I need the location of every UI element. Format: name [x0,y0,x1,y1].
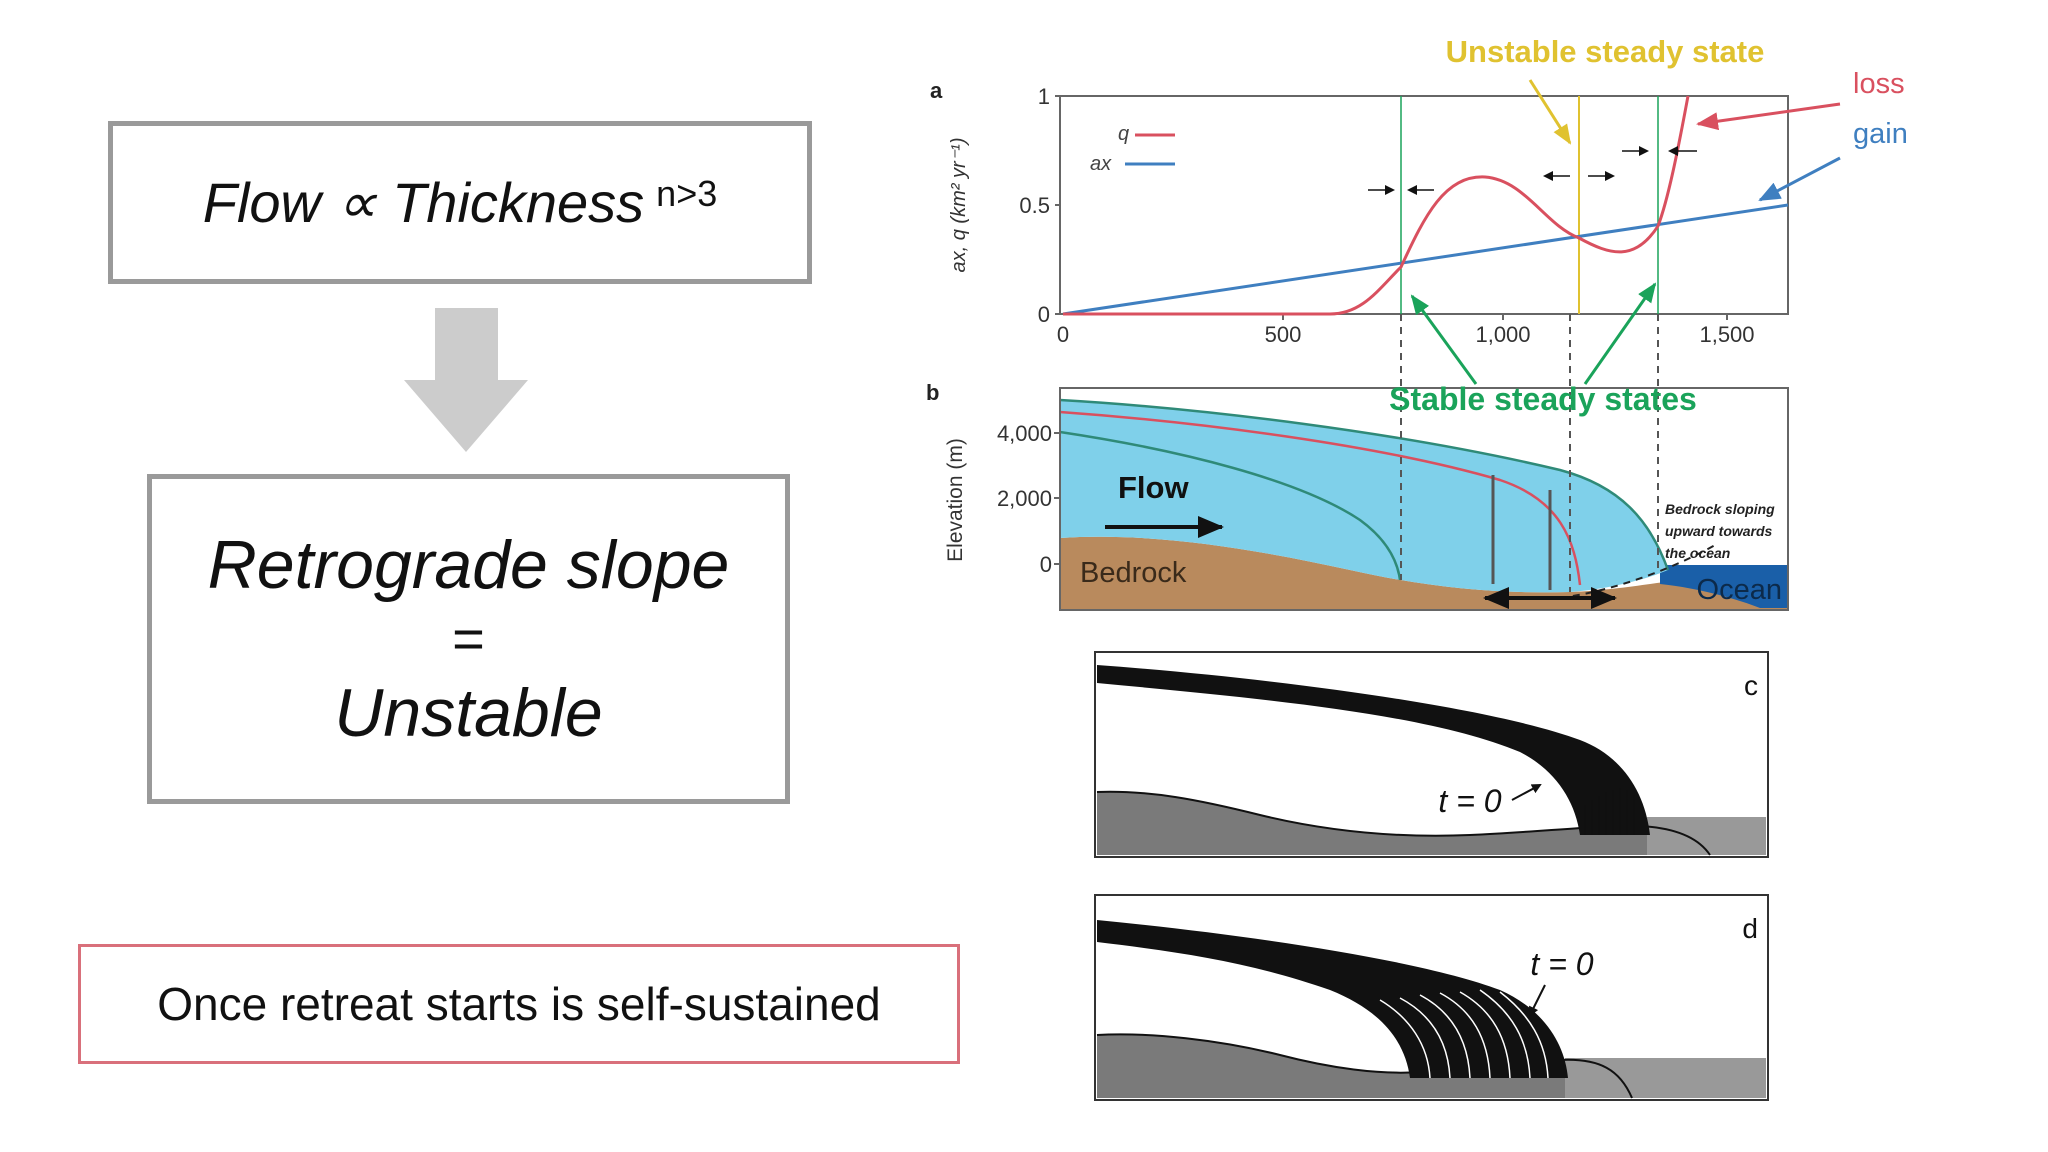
self-sustained-box: Once retreat starts is self-sustained [78,944,960,1064]
unstable-steady-state-label: Unstable steady state [1446,34,1765,69]
equals-sign: = [452,607,485,670]
ocean-area [1660,565,1788,608]
panel-d-bed [1097,1034,1632,1098]
stable-steady-states-label: Stable steady states [1389,381,1697,417]
bedrock-label: Bedrock [1080,557,1187,589]
stable-pointer-arrow-icon [1410,294,1478,385]
panel-d-time-label: t = 0 [1530,946,1593,982]
ice-profile-outer [1059,398,1670,571]
ocean-label: Ocean [1697,574,1782,606]
legend-ax-label: ax [1090,153,1112,175]
panel-b: b 4,000 2,000 0 Elevation (m) Flow Bedro… [926,314,1789,611]
gain-label: gain [1853,118,1908,150]
panel-c-time-lines [1584,788,1635,835]
panel-c-time-arrow-icon [1511,784,1542,801]
bedrock-note-line: Bedrock sloping [1665,501,1775,517]
ax-gain-line [1062,203,1789,316]
ice-profile-unstable [1059,410,1582,586]
panel-a-frame [1059,95,1789,315]
panel-b-ylabel: Elevation (m) [944,438,967,562]
panel-d-letter: d [1742,913,1758,944]
panel-a-letter: a [930,78,943,103]
stable-pointer-arrow-icon [1583,282,1657,385]
flow-exponent: n>3 [656,172,718,214]
q-loss-curve [1063,95,1690,316]
down-arrow-icon [404,308,528,452]
loss-label: loss [1853,68,1905,100]
flow-main-text: Flow ∝ Thickness [202,170,645,234]
panel-a-ytick: 0 [1038,302,1050,327]
ice-sheet-area [1060,400,1668,593]
panel-b-ytick: 0 [1040,552,1052,577]
flow-relation-text: Flow ∝ Thickness n>3 [203,170,718,236]
panel-c: c t = 0 [1094,651,1769,858]
panel-a-xtick: 0 [1057,322,1069,347]
self-sustained-text: Once retreat starts is self-sustained [157,978,881,1030]
panel-c-letter: c [1744,670,1758,701]
unstable-text: Unstable [334,675,603,751]
panel-c-ice-band [1097,665,1650,835]
panel-d-ice-band [1097,920,1568,1078]
panel-a-xtick: 1,000 [1475,322,1530,347]
retrograde-slope-dashed [1559,544,1716,599]
loss-pointer-arrow-icon [1696,102,1841,131]
panel-a-xtick: 1,500 [1699,322,1754,347]
panel-d-time-arrow-icon [1529,984,1546,1017]
gain-pointer-arrow-icon [1758,156,1841,202]
panel-a-xtick: 500 [1265,322,1302,347]
unstable-pointer-arrow-icon [1528,79,1572,145]
retrograde-slope-box: Retrograde slope = Unstable [147,474,790,804]
panel-d-time-lines [1379,989,1549,1079]
panel-d: d t = 0 [1094,894,1769,1101]
panel-b-letter: b [926,380,939,405]
panel-b-ytick: 4,000 [997,421,1052,446]
panel-b-ytick: 2,000 [997,486,1052,511]
panel-a-ylabel: ax, q (km² yr⁻¹) [948,138,970,273]
flow-label: Flow [1118,470,1189,505]
bedrock-note-line: upward towards [1665,523,1773,539]
ice-profile-inner [1059,430,1402,581]
bedrock-note-line: the ocean [1665,545,1730,561]
panel-c-time-label: t = 0 [1438,783,1501,819]
panel-a-ytick: 0.5 [1019,193,1050,218]
legend-q-label: q [1118,123,1129,145]
panel-a: a 1 0.5 0 0 500 1,000 1,500 ax, q (km² y… [930,78,1789,347]
flow-thickness-box: Flow ∝ Thickness n>3 [108,121,812,284]
panel-c-ocean [1647,817,1766,855]
panel-a-ytick: 1 [1038,84,1050,109]
panel-c-bed [1097,791,1710,855]
retrograde-slope-text: Retrograde slope [207,527,730,603]
